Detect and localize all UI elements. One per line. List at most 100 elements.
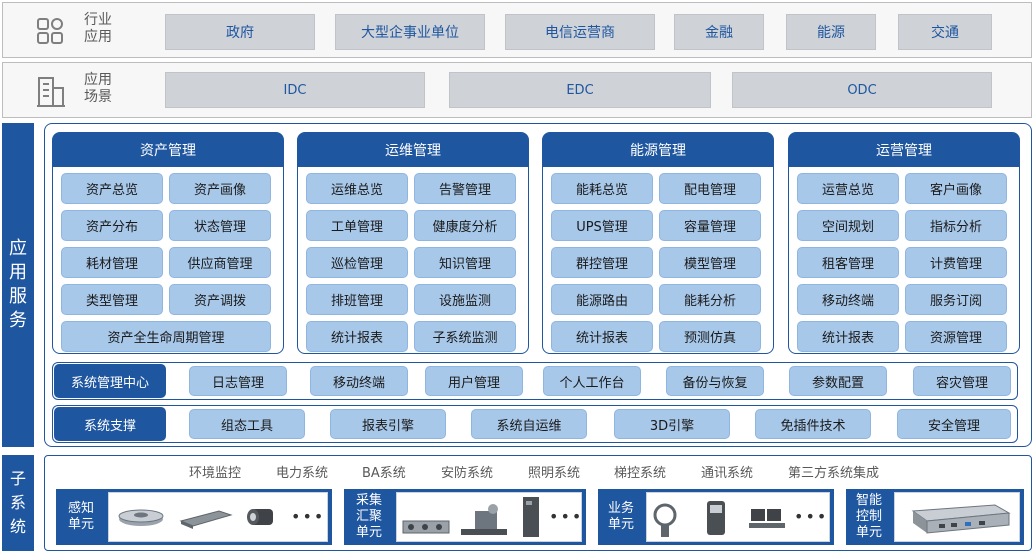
subsystem-item: 第三方系统集成 xyxy=(788,466,880,481)
module-title: 资产管理 xyxy=(53,133,283,167)
module-item[interactable]: 容量管理 xyxy=(659,210,761,241)
industry-item[interactable]: 能源 xyxy=(786,14,876,50)
unit-label-line: 单元 xyxy=(607,517,634,532)
module-item[interactable]: 知识管理 xyxy=(414,247,516,278)
module-item[interactable]: 子系统监测 xyxy=(414,321,516,352)
unit-control-label: 智能控制单元 xyxy=(846,489,892,545)
module-item[interactable]: 客户画像 xyxy=(905,173,1007,204)
module-item[interactable]: UPS管理 xyxy=(551,210,653,241)
scene-item[interactable]: ODC xyxy=(732,72,992,108)
module-item[interactable]: 模型管理 xyxy=(659,247,761,278)
subsystem-item: 安防系统 xyxy=(441,466,494,481)
module-item[interactable]: 空间规划 xyxy=(797,210,899,241)
module-item[interactable]: 状态管理 xyxy=(169,210,271,241)
label-char: 统 xyxy=(9,517,26,536)
system-center-item[interactable]: 个人工作台 xyxy=(543,366,641,396)
label-char: 子 xyxy=(9,469,26,488)
system-support-item[interactable]: 组态工具 xyxy=(189,409,305,439)
subsystem-item: 照明系统 xyxy=(528,466,581,481)
subsystem-label-text: 子系统 xyxy=(8,467,28,539)
app-service-label: 应用服务 xyxy=(2,123,34,447)
module-item[interactable]: 类型管理 xyxy=(61,284,163,315)
module-item[interactable]: 运营总览 xyxy=(797,173,899,204)
subsystem-item: 通讯系统 xyxy=(701,466,754,481)
unit-control-devices xyxy=(894,492,1020,542)
system-center-item[interactable]: 用户管理 xyxy=(425,366,523,396)
module-item[interactable]: 健康度分析 xyxy=(414,210,516,241)
module-item[interactable]: 租客管理 xyxy=(797,247,899,278)
module-item[interactable]: 运维总览 xyxy=(306,173,408,204)
subsystem-item: 电力系统 xyxy=(276,466,329,481)
module-item[interactable]: 计费管理 xyxy=(905,247,1007,278)
subsystem-item: 梯控系统 xyxy=(614,466,667,481)
module-item[interactable]: 资产画像 xyxy=(169,173,271,204)
module-item[interactable]: 工单管理 xyxy=(306,210,408,241)
app-service-label-text: 应用服务 xyxy=(8,237,28,333)
system-support-item[interactable]: 报表引擎 xyxy=(330,409,446,439)
system-center-item[interactable]: 日志管理 xyxy=(189,366,287,396)
unit-label-line: 单元 xyxy=(855,525,882,540)
module-item[interactable]: 告警管理 xyxy=(414,173,516,204)
unit-label-line: 采集 xyxy=(355,493,382,508)
unit-label-text: 智能控制单元 xyxy=(854,493,884,541)
unit-label-text: 采集汇聚单元 xyxy=(354,493,384,541)
unit-business-more: ••• xyxy=(794,507,829,526)
system-support-item[interactable]: 安全管理 xyxy=(897,409,1011,439)
module-item[interactable]: 设施监测 xyxy=(414,284,516,315)
unit-business-devices xyxy=(646,492,830,542)
scene-item[interactable]: EDC xyxy=(449,72,711,108)
system-center-item[interactable]: 容灾管理 xyxy=(913,366,1011,396)
industry-label-line1: 行业 xyxy=(84,12,112,28)
module-item[interactable]: 统计报表 xyxy=(551,321,653,352)
subsystem-item: 环境监控 xyxy=(189,466,242,481)
module-item[interactable]: 能源路由 xyxy=(551,284,653,315)
scene-label-line2: 场景 xyxy=(84,89,112,105)
module-item[interactable]: 资产分布 xyxy=(61,210,163,241)
module-2 xyxy=(542,132,774,354)
module-item[interactable]: 资产总览 xyxy=(61,173,163,204)
module-item[interactable]: 统计报表 xyxy=(306,321,408,352)
module-item[interactable]: 巡检管理 xyxy=(306,247,408,278)
scene-label-line1: 应用 xyxy=(84,72,112,88)
system-support-item[interactable]: 3D引擎 xyxy=(614,409,730,439)
module-1 xyxy=(297,132,529,354)
module-item[interactable]: 供应商管理 xyxy=(169,247,271,278)
module-item[interactable]: 资源管理 xyxy=(905,321,1007,352)
system-center-item[interactable]: 备份与恢复 xyxy=(666,366,764,396)
module-item[interactable]: 能耗分析 xyxy=(659,284,761,315)
industry-item[interactable]: 政府 xyxy=(165,14,315,50)
system-support-item[interactable]: 系统自运维 xyxy=(471,409,587,439)
module-item[interactable]: 群控管理 xyxy=(551,247,653,278)
module-item[interactable]: 资产调拨 xyxy=(169,284,271,315)
system-center-item[interactable]: 参数配置 xyxy=(789,366,887,396)
module-item[interactable]: 预测仿真 xyxy=(659,321,761,352)
industry-item[interactable]: 金融 xyxy=(674,14,764,50)
subsystem-label: 子系统 xyxy=(2,455,34,551)
module-item[interactable]: 配电管理 xyxy=(659,173,761,204)
module-item[interactable]: 排班管理 xyxy=(306,284,408,315)
label-char: 系 xyxy=(9,493,26,512)
module-item[interactable]: 耗材管理 xyxy=(61,247,163,278)
unit-label-text: 业务单元 xyxy=(606,501,636,533)
system-support-item[interactable]: 免插件技术 xyxy=(755,409,871,439)
label-char: 务 xyxy=(9,310,27,331)
module-title: 能源管理 xyxy=(543,133,773,167)
industry-item[interactable]: 电信运营商 xyxy=(505,14,655,50)
module-item[interactable]: 指标分析 xyxy=(905,210,1007,241)
system-support-label: 系统支撑 xyxy=(54,407,166,441)
system-center-item[interactable]: 移动终端 xyxy=(310,366,408,396)
industry-item[interactable]: 大型企事业单位 xyxy=(335,14,485,50)
unit-business-label: 业务单元 xyxy=(598,489,644,545)
unit-label-line: 单元 xyxy=(67,517,94,532)
module-item[interactable]: 移动终端 xyxy=(797,284,899,315)
unit-label-line: 业务 xyxy=(607,501,634,516)
unit-label-line: 单元 xyxy=(355,525,382,540)
module-item[interactable]: 服务订阅 xyxy=(905,284,1007,315)
industry-item[interactable]: 交通 xyxy=(898,14,992,50)
industry-label: 行业 应用 xyxy=(84,12,124,46)
scene-item[interactable]: IDC xyxy=(165,72,425,108)
unit-collect-devices xyxy=(396,492,582,542)
module-item[interactable]: 统计报表 xyxy=(797,321,899,352)
module-item[interactable]: 能耗总览 xyxy=(551,173,653,204)
module-item-full[interactable]: 资产全生命周期管理 xyxy=(61,321,271,352)
